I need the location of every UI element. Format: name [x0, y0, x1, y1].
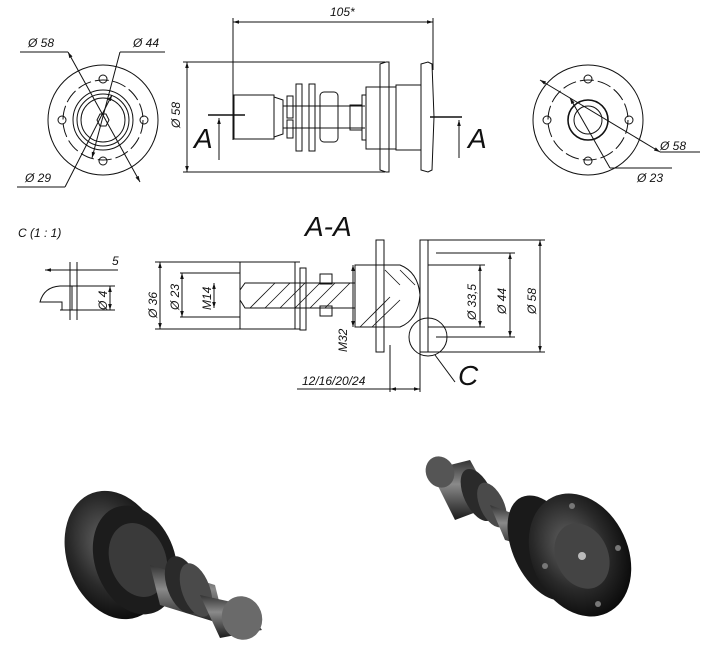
- detail-title: C (1 : 1): [18, 226, 61, 240]
- detail-dim5-label: 5: [112, 254, 119, 268]
- section-d36-label: Ø 36: [146, 292, 160, 319]
- length-label: 105*: [330, 5, 355, 19]
- front-d58-label: Ø 58: [27, 36, 54, 50]
- rear-d58-label: Ø 58: [659, 139, 686, 153]
- section-mark-left: A: [192, 123, 213, 154]
- detail-d4-label: Ø 4: [96, 290, 110, 311]
- thickness-label: 12/16/20/24: [302, 374, 366, 388]
- section-m14-label: M14: [200, 286, 214, 310]
- rear-view: Ø 58 Ø 23: [532, 64, 700, 185]
- section-m32-label: M32: [336, 328, 350, 352]
- detail-c-view: C (1 : 1) 5 Ø 4: [18, 226, 119, 320]
- section-d23-label: Ø 23: [168, 284, 182, 311]
- section-d335-label: Ø 33,5: [465, 284, 479, 321]
- front-d29-label: Ø 29: [24, 171, 51, 185]
- render-3d-right: [425, 456, 632, 617]
- side-view: 105* Ø 58 A A: [169, 5, 487, 173]
- section-d44-label: Ø 44: [495, 288, 509, 315]
- section-d58-label: Ø 58: [525, 288, 539, 315]
- front-view: Ø 58 Ø 44 Ø 29: [17, 36, 165, 188]
- render-3d-left: [64, 490, 263, 640]
- section-mark-right: A: [466, 123, 487, 154]
- rear-d23-label: Ø 23: [636, 171, 663, 185]
- front-d44-label: Ø 44: [132, 36, 159, 50]
- detail-callout: C: [458, 360, 479, 391]
- section-a-a: A-A Ø 36 Ø 23 M14 M32 Ø 33,5 Ø 44 Ø 58: [146, 211, 545, 392]
- side-d58-label: Ø 58: [169, 102, 183, 129]
- section-title: A-A: [303, 211, 352, 242]
